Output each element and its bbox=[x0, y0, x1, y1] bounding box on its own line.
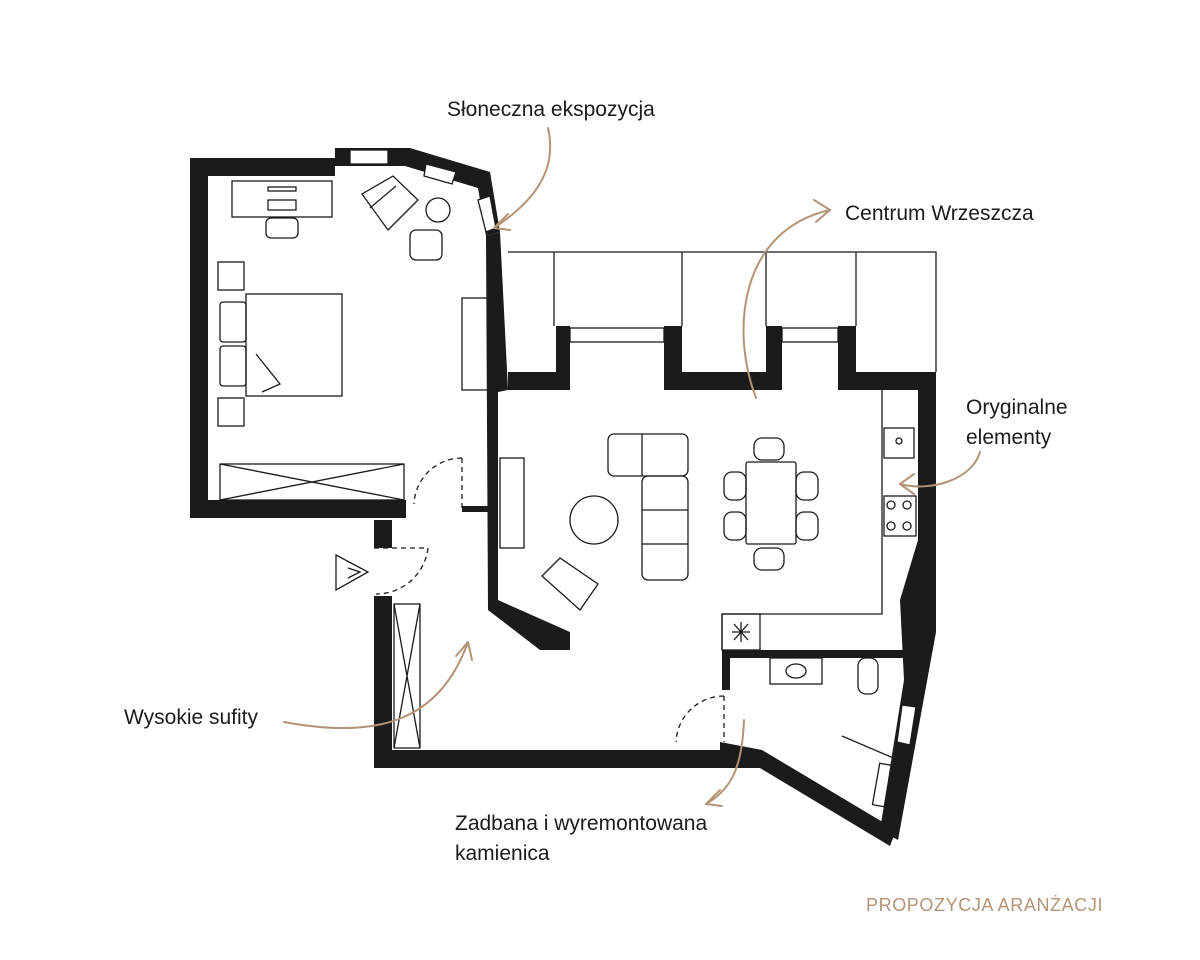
walls bbox=[190, 148, 936, 846]
arrow-building bbox=[705, 719, 745, 805]
bed bbox=[219, 293, 343, 397]
label-building-line1: Zadbana i wyremontowana bbox=[455, 812, 708, 835]
arrow-original bbox=[899, 451, 981, 488]
wardrobe bbox=[219, 463, 405, 501]
nightstand-top bbox=[217, 261, 245, 291]
label-original-elements-line1: Oryginalne bbox=[966, 396, 1068, 419]
tv-console bbox=[499, 457, 525, 549]
arrow-ceilings bbox=[283, 641, 469, 730]
bathroom bbox=[675, 657, 899, 808]
windows bbox=[349, 149, 917, 746]
label-city-center: Centrum Wrzeszcza bbox=[845, 202, 1034, 225]
desk bbox=[231, 180, 333, 239]
bedroom-door bbox=[413, 457, 463, 508]
sofa bbox=[607, 433, 689, 581]
balcony-outline bbox=[508, 251, 937, 372]
annotation-arrows bbox=[283, 127, 981, 807]
entrance-arrow bbox=[335, 553, 370, 592]
caption-layout-proposal: PROPOZYCJA ARANŻACJI bbox=[866, 895, 1104, 915]
label-high-ceilings: Wysokie sufity bbox=[124, 706, 259, 729]
nightstand-bottom bbox=[217, 397, 245, 427]
coffee-table bbox=[569, 495, 619, 545]
label-original-elements-line2: elementy bbox=[966, 426, 1052, 449]
entrance-door bbox=[374, 547, 429, 595]
armchair-living bbox=[541, 557, 599, 611]
hall-wardrobe bbox=[393, 603, 421, 749]
label-building-line2: kamienica bbox=[455, 842, 550, 865]
kitchen bbox=[721, 390, 917, 651]
arrow-center bbox=[742, 209, 831, 399]
side-table-bedroom bbox=[425, 197, 451, 223]
label-sunny-exposure: Słoneczna ekspozycja bbox=[447, 98, 655, 121]
arrow-sunny bbox=[493, 127, 551, 229]
pouf bbox=[409, 229, 443, 261]
dining-table bbox=[723, 437, 819, 571]
dresser bbox=[461, 297, 489, 391]
armchair-bedroom bbox=[361, 175, 419, 231]
